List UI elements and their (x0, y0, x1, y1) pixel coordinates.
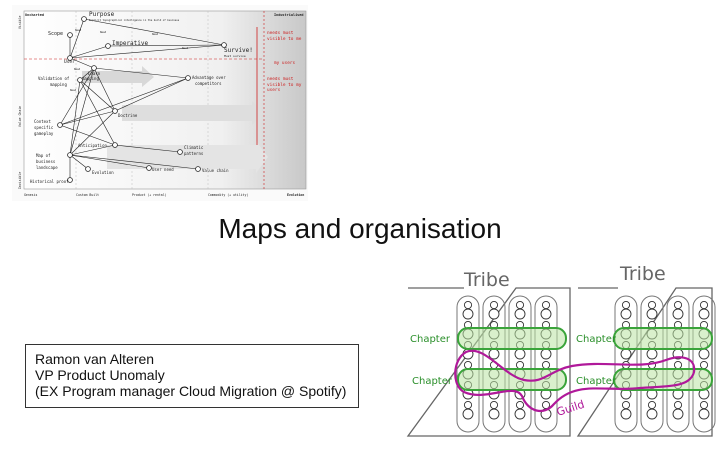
node-validation: Validation of (38, 76, 70, 81)
squad-column (534, 295, 558, 433)
chapter-band-left-top (457, 327, 567, 350)
corner-top-right: Industrialised (274, 13, 304, 17)
node-value-chain: Value chain (202, 168, 229, 173)
corner-top-left: Uncharted (25, 13, 44, 17)
chapter-label-left-top: Chapter (410, 334, 451, 345)
wardley-map: Uncharted Industrialised Purpose Explici… (12, 5, 308, 201)
node-climatic-sub: patterns (184, 151, 204, 156)
squad-tribe-diagram: Tribe Tribe Chapter Chapter Chapter Chap… (406, 264, 716, 437)
edge-label: Need (100, 30, 107, 34)
presenter-name: Ramon van Alteren (35, 351, 155, 367)
node-map-sub2: landscape (36, 165, 58, 170)
person-icon (672, 300, 684, 320)
edge-label: Need (152, 32, 159, 36)
node-climatic: Climatic (184, 145, 204, 150)
x-axis-commodity: Commodity (+ utility) (208, 193, 248, 197)
node-imperative: Imperative (112, 40, 149, 47)
person-icon (698, 300, 710, 320)
node-evolution: Evolution (92, 170, 114, 175)
node-map: Map of (36, 153, 51, 158)
node-advantage: Advantage over (192, 75, 226, 80)
chapter-label-left-bottom: Chapter (412, 376, 453, 387)
annotation-my-users: my users (274, 61, 296, 66)
presenter-role: VP Product Unomaly (35, 367, 165, 383)
node-purpose: Purpose (89, 11, 115, 18)
node-survive: Survive! (224, 47, 253, 54)
chapter-band-right-top (613, 327, 713, 350)
person-icon (462, 300, 474, 320)
chapter-band-right-bottom (613, 368, 713, 391)
guild-outline (454, 349, 696, 413)
node-purpose-sub: Explicit topographical intelligence in t… (89, 18, 180, 22)
person-icon (462, 400, 474, 420)
node-context-sub1: specific (34, 125, 54, 130)
node-map-sub1: business (36, 159, 56, 164)
y-axis-top: Visible (18, 15, 22, 29)
y-axis-mid: Value Chain (18, 106, 22, 127)
chapter-label-right-top: Chapter (576, 334, 617, 345)
tribe-box-right (576, 287, 713, 437)
squad-column (482, 295, 506, 433)
annotation-needs-visible-users: needs must visible to my users (267, 77, 302, 93)
presenter-box: Ramon van Alteren VP Product Unomaly (EX… (25, 344, 359, 408)
node-user: User (64, 59, 75, 65)
edge-label: Need (70, 88, 77, 92)
annotation-needs-visible-me: needs must visible to me (267, 31, 302, 42)
edge-label: Need (75, 28, 82, 32)
chapter-band-left-bottom (457, 368, 567, 391)
node-historical: Historical proof (30, 179, 69, 184)
node-validation-sub: mapping (50, 82, 67, 87)
x-axis-product: Product (+ rental) (132, 193, 167, 197)
node-learn: Learn (88, 71, 101, 76)
node-doctrine: Doctrine (118, 113, 138, 118)
person-icon (488, 300, 500, 320)
slide-title: Maps and organisation (218, 213, 502, 244)
x-axis-custom: Custom Built (76, 193, 99, 197)
person-icon (540, 300, 552, 320)
person-icon (514, 300, 526, 320)
edge-label: Need (182, 46, 189, 50)
person-icon (620, 400, 632, 420)
node-survive-sub: Must survive (224, 54, 246, 58)
node-advantage-sub: competitors (195, 81, 222, 86)
tribe-label-right: Tribe (619, 264, 666, 285)
person-icon (672, 400, 684, 420)
presenter-previous: (EX Program manager Cloud Migration @ Sp… (35, 383, 347, 399)
person-icon (646, 400, 658, 420)
person-icon (514, 400, 526, 420)
tribe-label-left: Tribe (463, 269, 510, 291)
node-anticipation: Anticipation (78, 143, 107, 148)
y-axis-bottom: Invisible (18, 172, 22, 189)
node-context-sub2: gameplay (34, 131, 54, 136)
person-icon (646, 300, 658, 320)
edge-label: Need (74, 67, 81, 71)
person-icon (488, 400, 500, 420)
person-icon (698, 400, 710, 420)
person-icon (620, 300, 632, 320)
node-context: Context (34, 119, 51, 124)
x-axis-evolution: Evolution (287, 193, 304, 197)
squad-column (666, 295, 690, 433)
node-user-need: User need (152, 167, 174, 172)
node-learn-sub: mapping (82, 76, 99, 81)
x-axis-genesis: Genesis (24, 193, 38, 197)
squad-column (508, 295, 532, 433)
chapter-label-right-bottom: Chapter (576, 376, 617, 387)
node-scope: Scope (48, 31, 63, 37)
tribe-box-left (406, 287, 571, 437)
